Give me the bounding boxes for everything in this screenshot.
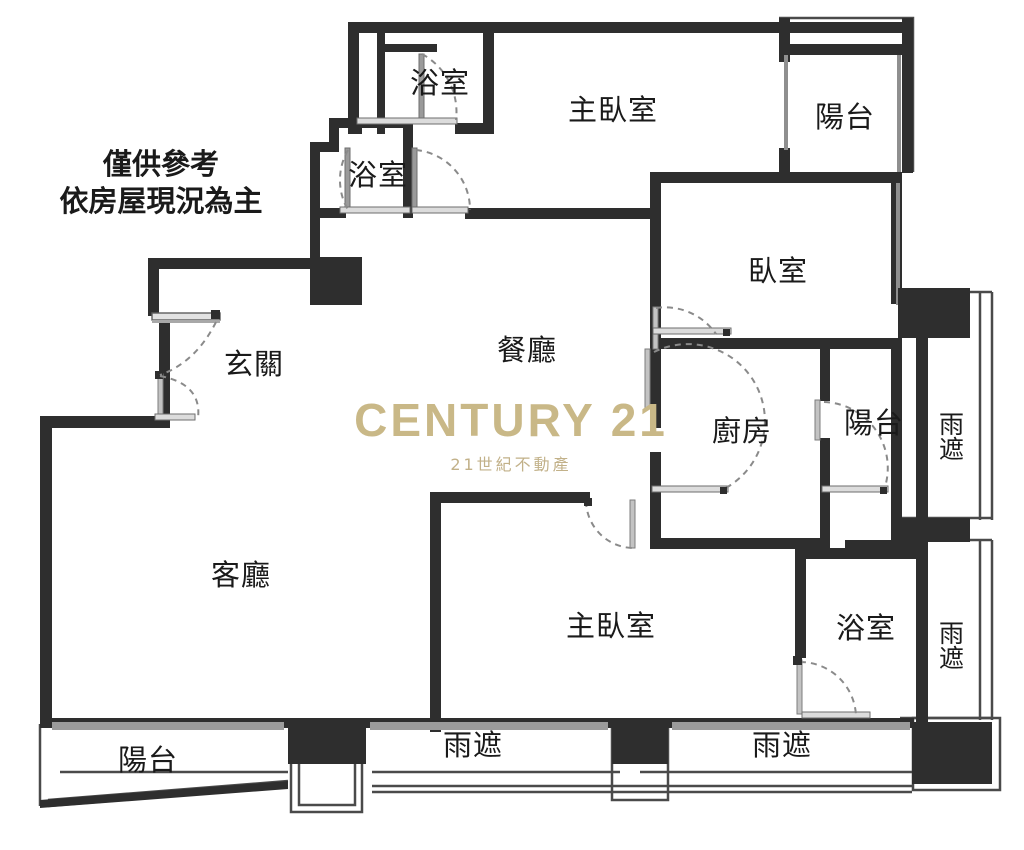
structural-walls-group — [40, 18, 992, 808]
door-bath-lower-b — [411, 147, 472, 214]
door-kitchen-dining — [584, 498, 636, 549]
door-kitchen — [644, 343, 766, 494]
doors-group — [151, 53, 889, 719]
door-bedroom — [652, 306, 732, 350]
door-entrance — [151, 310, 221, 421]
door-bath-lower-a — [338, 147, 411, 214]
door-bath-upper — [356, 53, 458, 125]
door-balcony-mid — [814, 399, 889, 494]
door-bath-bottom — [793, 656, 871, 719]
